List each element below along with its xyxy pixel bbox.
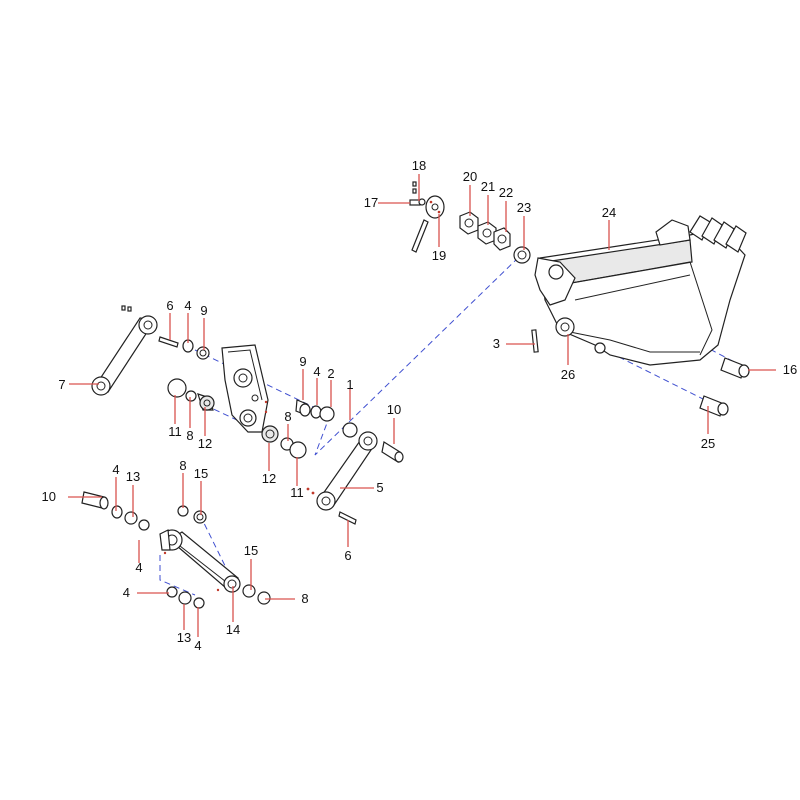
link-5 bbox=[306, 431, 378, 511]
callout-label-10: 10 bbox=[387, 402, 401, 417]
callout-label-8: 8 bbox=[179, 458, 186, 473]
rings-cylinder-top bbox=[177, 505, 207, 524]
rings-cylinder-right bbox=[242, 584, 271, 605]
nut-21 bbox=[477, 221, 497, 245]
bucket-teeth bbox=[689, 215, 747, 253]
callout-label-3: 3 bbox=[493, 336, 500, 351]
callout-label-16: 16 bbox=[783, 362, 797, 377]
pin-19 bbox=[411, 219, 429, 253]
callout-label-23: 23 bbox=[517, 200, 531, 215]
nut-20 bbox=[459, 211, 479, 235]
arm-end bbox=[221, 344, 269, 433]
flange-19 bbox=[425, 195, 445, 219]
callout-label-14: 14 bbox=[226, 622, 240, 637]
bushings-left bbox=[167, 378, 215, 411]
callout-label-4: 4 bbox=[112, 462, 119, 477]
callout-label-13: 13 bbox=[177, 630, 191, 645]
callout-label-4: 4 bbox=[184, 298, 191, 313]
bolt-17-18 bbox=[409, 181, 426, 206]
callout-label-4: 4 bbox=[135, 560, 142, 575]
pin-10-left bbox=[81, 491, 109, 510]
callout-label-9: 9 bbox=[200, 303, 207, 318]
callout-label-12: 12 bbox=[262, 471, 276, 486]
callout-label-20: 20 bbox=[463, 169, 477, 184]
rings-upper-left bbox=[182, 339, 210, 360]
pin-25 bbox=[699, 395, 729, 417]
link-7 bbox=[91, 305, 158, 396]
bucket bbox=[534, 215, 747, 366]
callout-label-7: 7 bbox=[58, 377, 65, 392]
callout-label-4: 4 bbox=[194, 638, 201, 653]
callout-label-17: 17 bbox=[364, 195, 378, 210]
callout-label-4: 4 bbox=[313, 364, 320, 379]
rings-cylinder-left bbox=[111, 505, 150, 531]
callout-label-21: 21 bbox=[481, 179, 495, 194]
callout-label-25: 25 bbox=[701, 436, 715, 451]
callout-label-8: 8 bbox=[186, 428, 193, 443]
callout-label-26: 26 bbox=[561, 367, 575, 382]
callout-labels: 1234444445667888899101011111212131314151… bbox=[42, 158, 798, 653]
callout-label-11: 11 bbox=[168, 424, 182, 439]
callout-label-22: 22 bbox=[499, 185, 513, 200]
bushing-23 bbox=[513, 246, 531, 264]
rings-upper-right bbox=[295, 399, 358, 438]
rings-cylinder-bottom bbox=[166, 586, 205, 609]
callout-label-19: 19 bbox=[432, 248, 446, 263]
callout-label-13: 13 bbox=[126, 469, 140, 484]
pin-3 bbox=[531, 329, 539, 353]
callout-label-11: 11 bbox=[290, 485, 304, 500]
callout-label-18: 18 bbox=[412, 158, 426, 173]
callout-label-10: 10 bbox=[42, 489, 56, 504]
callout-label-6: 6 bbox=[166, 298, 173, 313]
callout-label-4: 4 bbox=[123, 585, 130, 600]
callout-label-8: 8 bbox=[284, 409, 291, 424]
pin-6-upper bbox=[158, 336, 179, 348]
pin-16 bbox=[720, 357, 750, 379]
callout-label-6: 6 bbox=[344, 548, 351, 563]
callout-label-9: 9 bbox=[299, 354, 306, 369]
callout-label-2: 2 bbox=[327, 366, 334, 381]
bushings-centre bbox=[261, 425, 307, 459]
washer-22 bbox=[493, 227, 511, 251]
callout-label-24: 24 bbox=[602, 205, 616, 220]
callout-label-12: 12 bbox=[198, 436, 212, 451]
axis-cylinder-lower bbox=[159, 555, 196, 596]
axis-bucket-lower-pin bbox=[564, 329, 716, 406]
callout-label-5: 5 bbox=[376, 480, 383, 495]
hydraulic-cylinder bbox=[159, 529, 241, 593]
callout-label-15: 15 bbox=[194, 466, 208, 481]
pin-6-lower bbox=[338, 511, 357, 525]
callout-label-15: 15 bbox=[244, 543, 258, 558]
callout-label-1: 1 bbox=[346, 377, 353, 392]
callout-label-8: 8 bbox=[301, 591, 308, 606]
pin-10-right bbox=[381, 441, 404, 463]
